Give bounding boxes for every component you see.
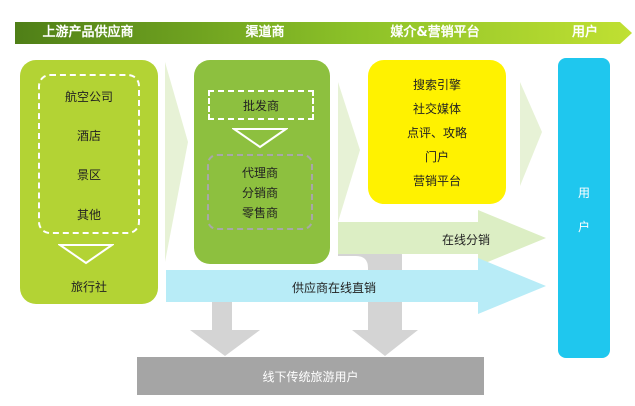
media-item-marketing-platform: 营销平台 [412, 174, 461, 188]
online-distribution-arrow [338, 210, 546, 266]
supplier-direct-arrow [166, 258, 546, 314]
travel-agency-label: 旅行社 [70, 280, 107, 294]
reseller-group [207, 154, 313, 230]
upstream-down-triangle [58, 244, 114, 265]
stage-label-media: 媒介&营销平台 [390, 25, 480, 40]
reseller-retailer: 零售商 [241, 206, 278, 220]
upstream-item-scenic-spot: 景区 [76, 168, 101, 182]
media-platform-panel [368, 60, 506, 204]
media-item-search-engine: 搜索引擎 [412, 78, 461, 92]
wholesaler-box [208, 90, 314, 120]
user-char-2: 户 [577, 220, 590, 234]
upstream-items-group [38, 74, 140, 234]
offline-arrow-left [190, 274, 260, 356]
stage-label-upstream: 上游产品供应商 [42, 25, 134, 40]
media-item-portal: 门户 [424, 150, 449, 164]
channel-down-triangle [232, 128, 288, 149]
supplier-direct-label: 供应商在线直销 [292, 281, 377, 295]
offline-users-label: 线下传统旅游用户 [262, 370, 359, 384]
stage-label-channel: 渠道商 [245, 25, 285, 40]
online-distribution-label: 在线分销 [442, 233, 491, 247]
chevron-arrow-1 [165, 62, 188, 262]
media-item-reviews-guides: 点评、攻略 [406, 126, 467, 140]
offline-users-bar [137, 357, 484, 395]
stage-header-band [15, 22, 632, 44]
user-char-1: 用 [577, 186, 590, 200]
chevron-arrow-2 [338, 82, 360, 222]
reseller-distributor: 分销商 [241, 186, 278, 200]
user-panel [558, 58, 610, 358]
upstream-item-hotel: 酒店 [76, 129, 101, 143]
wholesaler-label: 批发商 [242, 99, 279, 113]
stage-label-user: 用户 [571, 25, 598, 40]
upstream-item-other: 其他 [76, 208, 101, 222]
upstream-supplier-panel [20, 60, 158, 304]
reseller-agent: 代理商 [241, 166, 278, 180]
chevron-arrow-3 [520, 82, 542, 186]
upstream-item-airline: 航空公司 [64, 90, 113, 104]
media-item-social-media: 社交媒体 [412, 102, 461, 116]
